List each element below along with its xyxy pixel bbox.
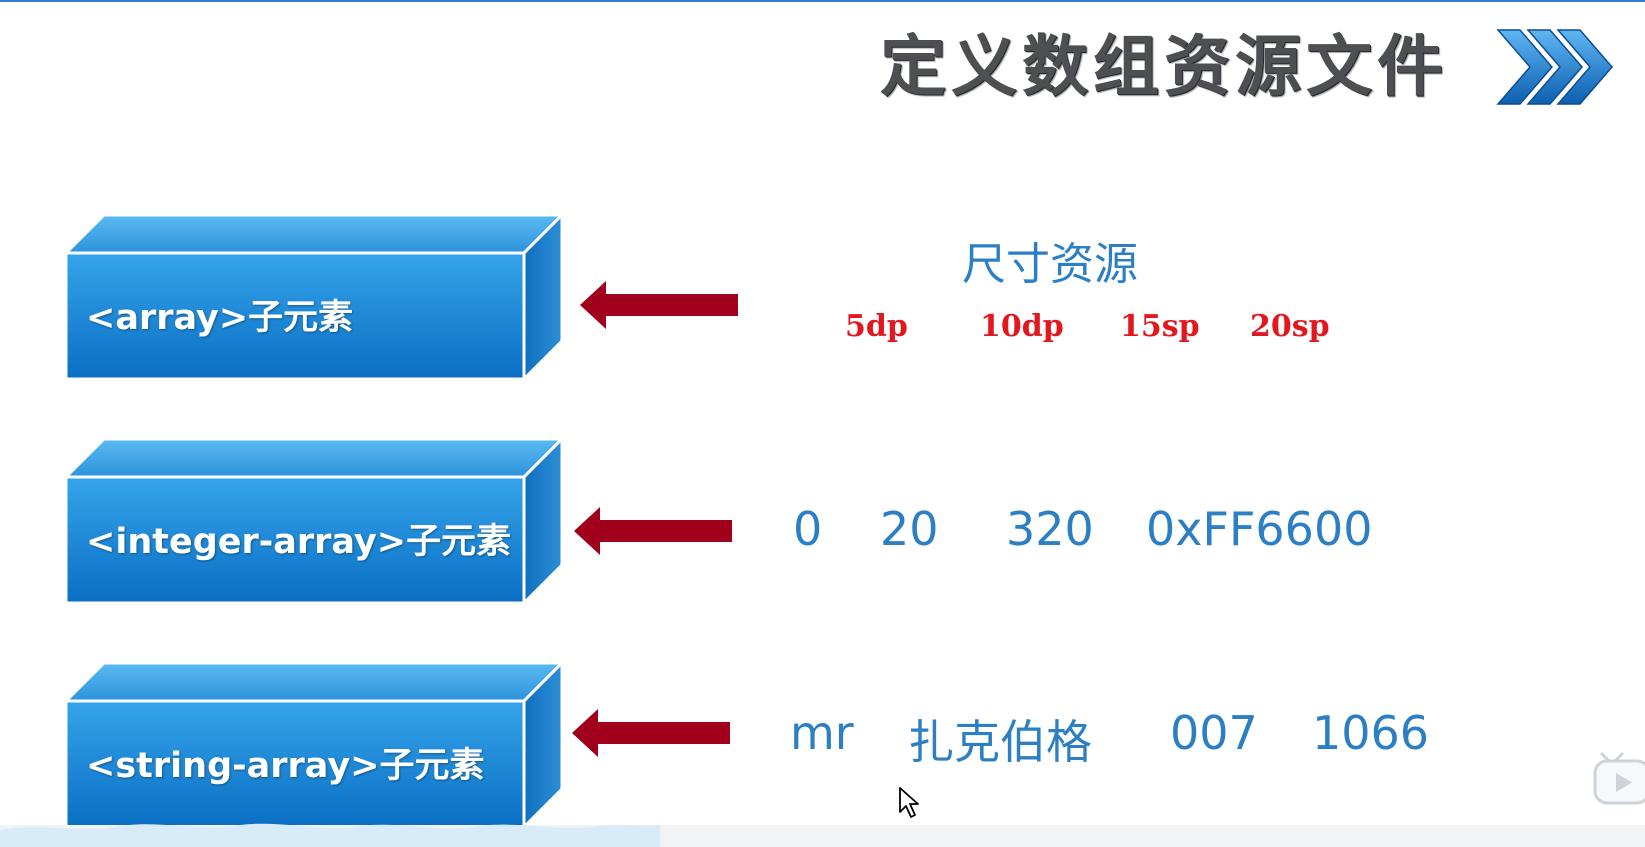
dimension-unit: 10dp [980, 309, 1064, 344]
bottom-wave [0, 823, 660, 847]
integer-array-block-label: <integer-array>子元素 [86, 522, 512, 562]
dimension-unit: 15sp [1120, 309, 1200, 344]
integer-value: 320 [1006, 502, 1094, 556]
string-value: 007 [1170, 706, 1258, 760]
integer-value: 20 [880, 502, 939, 556]
dimension-unit: 5dp [845, 309, 908, 344]
mouse-cursor-icon [899, 787, 919, 818]
arrow-left-icon [580, 281, 738, 329]
string-value: 扎克伯格 [908, 715, 1092, 769]
dimension-heading: 尺寸资源 [962, 239, 1138, 290]
slide-title: 定义数组资源文件 [880, 28, 1448, 105]
arrow-left-icon [572, 709, 730, 757]
string-array-block-label: <string-array>子元素 [86, 746, 485, 786]
integer-array-block: <integer-array>子元素 [64, 437, 564, 609]
array-block-label: <array>子元素 [86, 298, 354, 338]
triple-chevron-icon [1496, 29, 1613, 105]
string-array-block: <string-array>子元素 [64, 661, 564, 833]
dimension-unit: 20sp [1250, 309, 1330, 344]
integer-value: 0 [793, 502, 823, 556]
arrow-left-icon [574, 507, 732, 555]
string-value: mr [790, 706, 854, 760]
array-block: <array>子元素 [64, 213, 564, 385]
integer-value: 0xFF6600 [1146, 502, 1373, 556]
play-icon[interactable] [1592, 752, 1645, 806]
top-rule [0, 0, 1645, 2]
string-value: 1066 [1312, 706, 1430, 760]
